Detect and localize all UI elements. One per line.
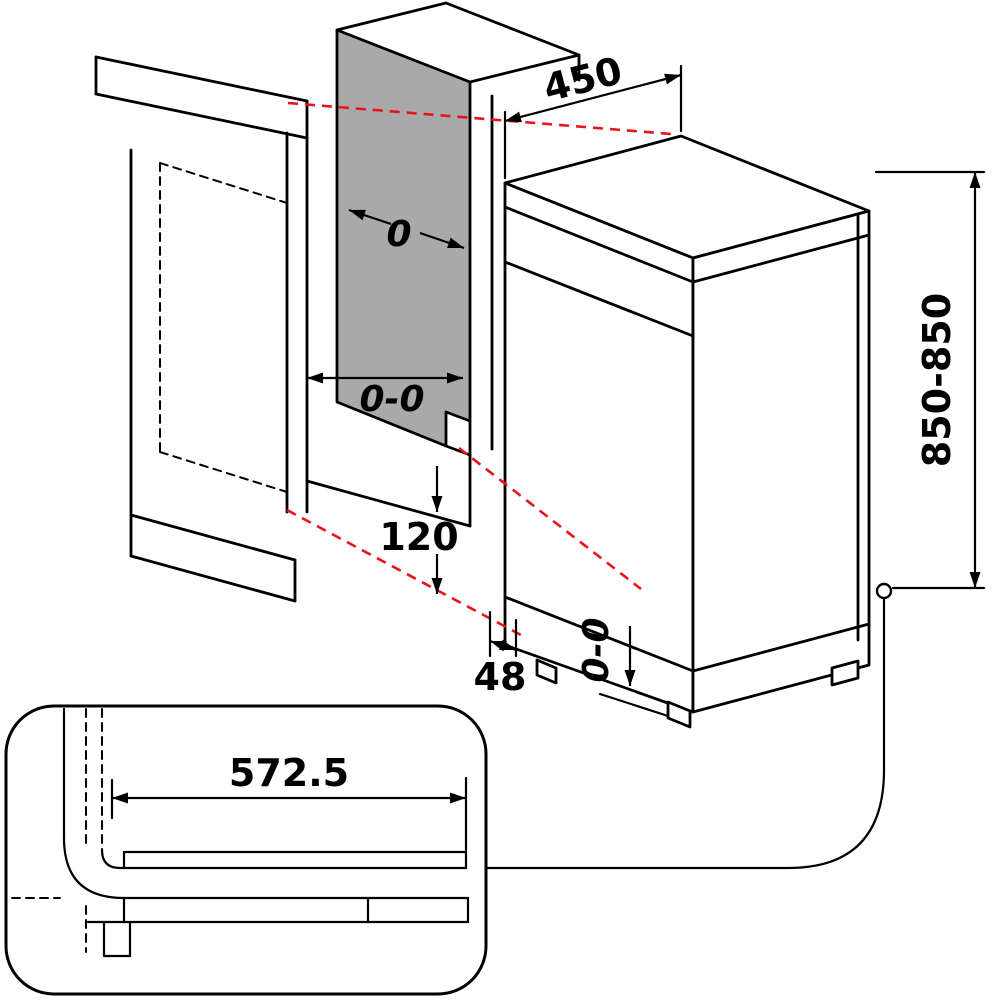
- door-bottom-edge: [503, 595, 695, 673]
- dishwasher: [503, 134, 871, 729]
- dim-label-height-range: 850-850: [915, 293, 959, 467]
- projection-lines: [286, 101, 672, 637]
- arrowhead: [969, 172, 981, 188]
- inset-leader-line: [485, 597, 886, 870]
- projection-line-middle: [458, 446, 642, 591]
- projection-line-bottom: [286, 508, 522, 637]
- inset-drawing: [11, 707, 470, 958]
- arrowhead: [447, 372, 463, 384]
- dim-label-plinth-height: 120: [379, 515, 458, 559]
- dim-label-side-gap: 0: [386, 214, 411, 255]
- foot-front-right: [666, 700, 692, 729]
- arrowhead: [307, 372, 323, 384]
- arrowhead: [624, 670, 636, 686]
- dimension-line: [504, 73, 682, 123]
- worktop-edge: [503, 205, 695, 284]
- extension-lines: [488, 64, 986, 718]
- arrowhead: [969, 572, 981, 588]
- foot-side: [830, 659, 860, 687]
- arrowhead: [431, 496, 443, 512]
- arrowhead: [664, 73, 681, 85]
- dim-label-top-width: 450: [539, 48, 627, 110]
- niche-side-panel: [335, 28, 472, 448]
- arrowhead: [490, 641, 507, 652]
- worktop-edge-side: [691, 233, 871, 284]
- reference-point-circle: [875, 582, 893, 600]
- arrowhead: [349, 209, 366, 221]
- dim-label-niche-depth: 0-0: [359, 379, 424, 420]
- kitchen-cabinet: [94, 55, 309, 603]
- arrowhead: [450, 792, 466, 804]
- projection-line-top: [287, 101, 672, 136]
- dim-label-bottom-gap: 0-0: [576, 617, 617, 682]
- control-panel-edge: [503, 260, 695, 338]
- inset-border: [4, 704, 488, 996]
- dim-label-door-open-depth: 572.5: [229, 751, 349, 795]
- cabinet-hidden-edges: [159, 162, 288, 493]
- dimension-arrows: [112, 73, 981, 804]
- installation-niche: [305, 1, 581, 528]
- arrowhead: [505, 111, 522, 123]
- dishwasher-side-face: [691, 209, 871, 714]
- foot-front-left: [535, 658, 558, 685]
- side-bottom-edge: [691, 622, 871, 673]
- arrowhead: [447, 237, 464, 249]
- arrowhead: [112, 792, 128, 804]
- dim-label-plinth-recess: 48: [474, 655, 527, 699]
- detail-inset: [4, 704, 488, 996]
- arrowhead: [431, 578, 443, 594]
